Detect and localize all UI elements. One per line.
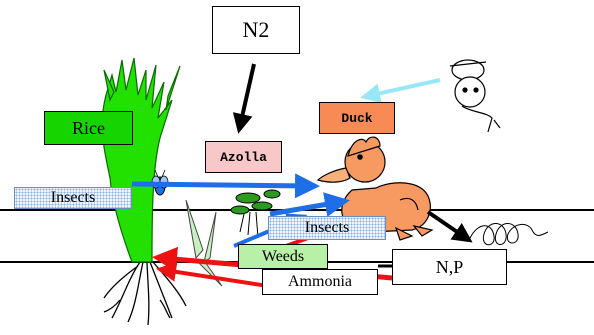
insects-right-label: Insects (268, 216, 386, 240)
duck-label: Duck (319, 102, 395, 134)
azolla-label: Azolla (205, 141, 282, 173)
arrow-insects-to-duck-2 (270, 202, 340, 214)
arrow-duck-to-np (428, 212, 466, 238)
n2-label: N2 (212, 6, 300, 54)
rice-plant (102, 58, 180, 262)
farmer-drawing (450, 60, 500, 132)
weeds-label: Weeds (238, 244, 328, 269)
arrow-farmer-to-duck (368, 80, 440, 96)
arrow-insects-to-duck (132, 184, 310, 186)
ammonia-label: Ammonia (262, 269, 378, 295)
insects-left-label: Insects (14, 187, 132, 209)
np-label: N,P (392, 249, 507, 285)
droppings-scribble (470, 224, 548, 245)
arrow-ammonia-to-rice (164, 270, 268, 286)
rice-label: Rice (44, 111, 133, 145)
arrow-n2-to-azolla (240, 64, 254, 126)
